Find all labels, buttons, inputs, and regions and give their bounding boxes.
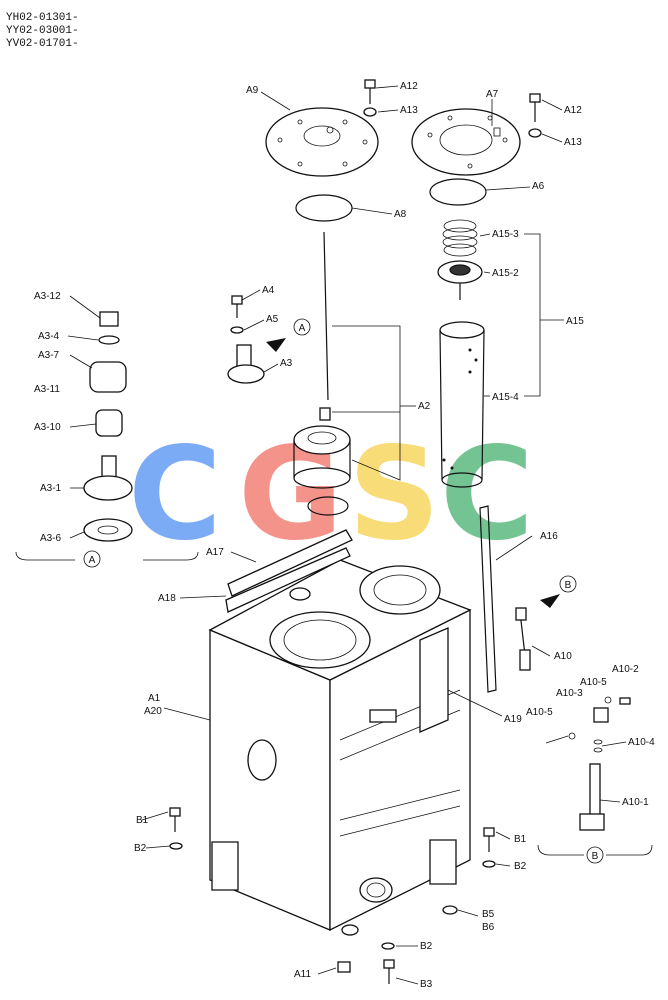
- label-a6: A6: [532, 181, 545, 192]
- bracket-a19: [419, 627, 449, 733]
- watermark-letter-c1: C: [128, 420, 222, 569]
- tank-body-a1: [208, 559, 472, 936]
- rod-a2: [323, 231, 329, 401]
- label-b2-right: B2: [514, 861, 527, 872]
- label-a3-6: A3-6: [40, 533, 62, 544]
- label-a8: A8: [394, 209, 407, 220]
- label-a13-left: A13: [400, 105, 418, 116]
- label-a11: A11: [294, 969, 311, 980]
- cover-plate-a7: [411, 108, 521, 176]
- cover-plate-a9: [265, 107, 379, 177]
- label-a15-2: A15-2: [492, 268, 519, 279]
- label-a4: A4: [262, 285, 275, 296]
- label-b3: B3: [420, 979, 433, 990]
- label-a10-1: A10-1: [622, 797, 649, 808]
- label-a12-right: A12: [564, 105, 582, 116]
- label-a3: A3: [280, 358, 293, 369]
- o-ring-a6: [429, 178, 487, 206]
- label-b2-bottom: B2: [420, 941, 433, 952]
- label-a3-12: A3-12: [34, 291, 61, 302]
- watermark-letter-c2: C: [440, 420, 534, 569]
- label-a10-5-top: A10-5: [580, 677, 607, 688]
- serial-number-1: YH02-01301-: [6, 12, 79, 24]
- bolt-a12-left: [364, 79, 376, 104]
- view-b-label-arrow: B: [565, 580, 572, 591]
- label-a1: A1: [148, 693, 161, 704]
- label-a3-4: A3-4: [38, 331, 60, 342]
- label-a20: A20: [144, 706, 162, 717]
- serial-number-3: YV02-01701-: [6, 38, 79, 50]
- label-a10-2: A10-2: [612, 664, 639, 675]
- nut-a2: [319, 407, 331, 421]
- label-a5: A5: [266, 314, 279, 325]
- watermark-letter-s: S: [348, 420, 440, 569]
- label-a18: A18: [158, 593, 176, 604]
- label-a19: A19: [504, 714, 522, 725]
- suction-filter-a2: [293, 425, 351, 489]
- label-a17: A17: [206, 547, 224, 558]
- label-a10: A10: [554, 651, 572, 662]
- label-a16: A16: [540, 531, 558, 542]
- valve-a15-2: [437, 260, 483, 300]
- washer-a13-left: [363, 107, 377, 117]
- bolt-a12-right: [529, 93, 541, 122]
- arrow-view-a: A: [266, 318, 311, 352]
- washer-a13-right: [528, 128, 542, 138]
- label-a15-3: A15-3: [492, 229, 519, 240]
- label-a13-right: A13: [564, 137, 582, 148]
- o-ring-a2: [307, 496, 349, 516]
- plate-a17: [225, 529, 353, 613]
- label-a10-4: A10-4: [628, 737, 655, 748]
- label-a15: A15: [566, 316, 584, 327]
- label-b1-left: B1: [136, 815, 149, 826]
- breather-detail-a: A: [15, 311, 199, 568]
- label-b2-left: B2: [134, 843, 147, 854]
- view-a-label-left: A: [89, 555, 96, 566]
- label-a7: A7: [486, 89, 499, 100]
- label-a2: A2: [418, 401, 431, 412]
- label-a3-1: A3-1: [40, 483, 62, 494]
- o-ring-a8: [295, 194, 353, 222]
- breather-assy-a3: [227, 295, 265, 384]
- view-b-label: B: [592, 851, 599, 862]
- serial-number-2: YY02-03001-: [6, 25, 79, 37]
- pipe-a16: [479, 505, 497, 693]
- view-a-label-arrow: A: [299, 323, 306, 334]
- filter-element-a15-4: [439, 321, 485, 488]
- spring-a15-3: [442, 219, 478, 257]
- label-b5: B5: [482, 909, 495, 920]
- label-a9: A9: [246, 85, 259, 96]
- label-b6: B6: [482, 922, 495, 933]
- level-gauge-a10: B B: [515, 575, 653, 864]
- fasteners-b: [169, 807, 496, 984]
- label-a10-3: A10-3: [556, 688, 583, 699]
- label-a3-11: A3-11: [34, 384, 60, 395]
- label-a3-7: A3-7: [38, 350, 60, 361]
- label-a12-left: A12: [400, 81, 418, 92]
- leader-lines: [67, 85, 627, 985]
- label-a10-5-left: A10-5: [526, 707, 553, 718]
- label-b1-right: B1: [514, 834, 527, 845]
- label-a3-10: A3-10: [34, 422, 61, 433]
- label-a15-4: A15-4: [492, 392, 519, 403]
- watermark: C G S C: [128, 420, 534, 569]
